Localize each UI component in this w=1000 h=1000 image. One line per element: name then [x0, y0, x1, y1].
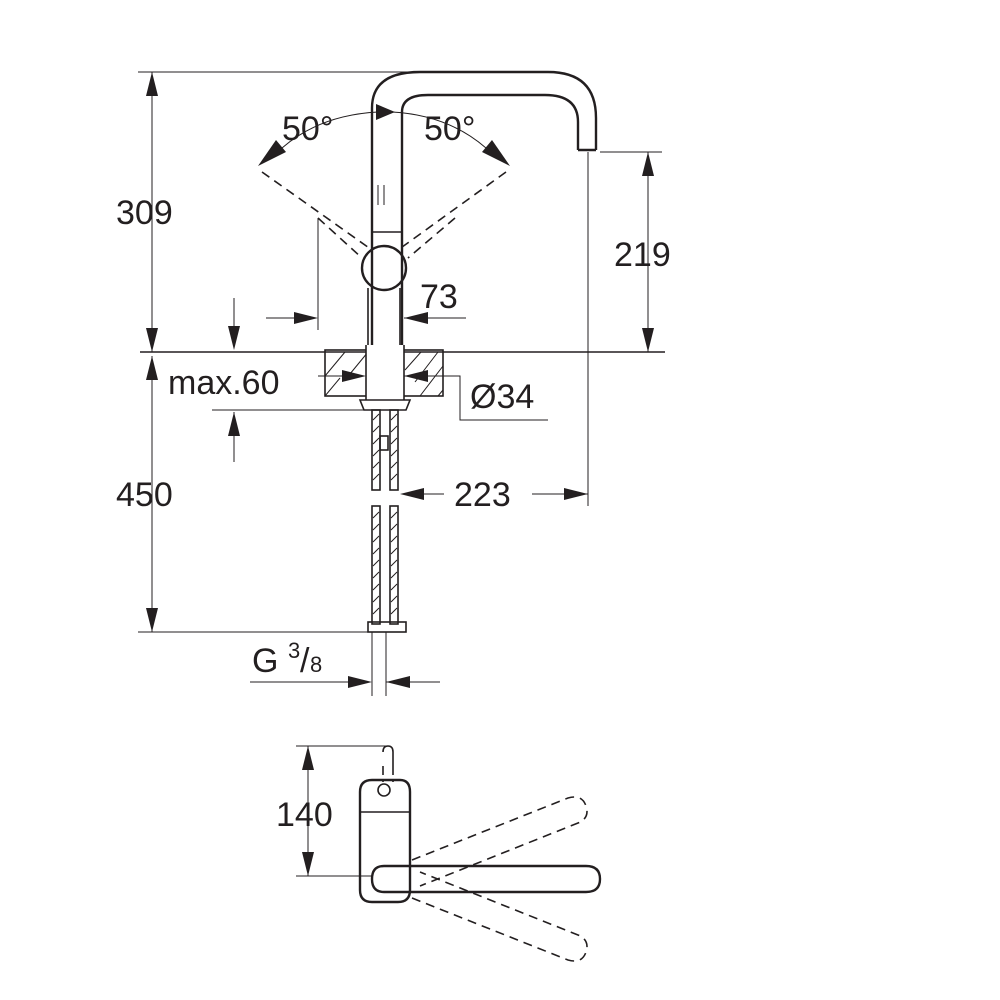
- dimension-label-max60: max.60: [168, 364, 280, 402]
- thread-label-slash: /: [300, 642, 310, 680]
- countertop-section: [324, 345, 444, 411]
- thread-label-numerator: 3: [288, 638, 300, 663]
- dimension-309: 309: [116, 71, 420, 352]
- angle-label-right: 50°: [424, 110, 475, 148]
- lever-swing-dashed: [261, 171, 507, 259]
- dimension-label-223: 223: [454, 476, 511, 514]
- angle-label-left: 50°: [282, 110, 333, 148]
- dimension-label-450: 450: [116, 476, 173, 514]
- plan-lever-swing-dashed: [411, 796, 588, 962]
- dimension-219: 219: [600, 151, 671, 352]
- angle-indicator-left: [258, 104, 395, 166]
- plan-view: 140: [276, 745, 602, 962]
- dimension-label-diameter-34: Ø34: [470, 378, 534, 416]
- thread-label-prefix: G: [252, 642, 278, 680]
- dimension-450: 450: [116, 356, 372, 633]
- dimension-connection-thread: G 3 / 8: [250, 632, 440, 696]
- plan-body: [358, 778, 412, 904]
- hoses: [367, 409, 407, 633]
- plan-lever: [370, 864, 602, 894]
- dimension-223: 223: [400, 152, 589, 514]
- side-elevation: 309 219 50° 50° 73 max: [116, 70, 671, 696]
- dimension-73: 73: [266, 218, 466, 330]
- dimension-label-73: 73: [420, 278, 458, 316]
- spout: [370, 70, 598, 350]
- angle-indicator-right: [391, 111, 510, 166]
- dimension-140: 140: [276, 746, 372, 877]
- dimension-diameter-34: Ø34: [318, 370, 548, 421]
- lever-handle: [360, 244, 408, 345]
- dimension-label-140: 140: [276, 796, 333, 834]
- thread-label-denominator: 8: [310, 652, 322, 677]
- dimension-max60: max.60: [168, 298, 372, 462]
- dimension-label-219: 219: [614, 236, 671, 274]
- dimension-label-309: 309: [116, 194, 173, 232]
